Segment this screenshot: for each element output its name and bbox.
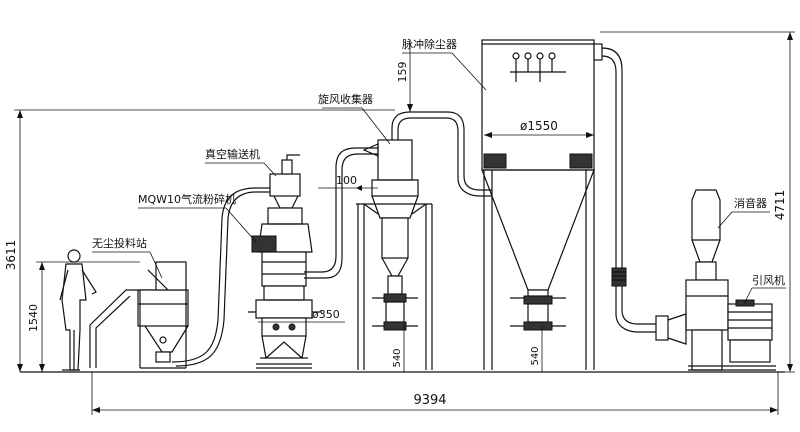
vacuum-conveyor-label: 真空输送机	[205, 147, 260, 161]
dustfree-feeding-station	[89, 261, 189, 369]
dim-540-a: 540	[392, 324, 405, 372]
dim-100-label: 100	[336, 174, 357, 187]
pipe-flange	[611, 267, 627, 287]
dim-100: 100	[318, 174, 378, 191]
feed-height-label: 1540	[27, 304, 40, 332]
cyclone-callout: 旋风收集器	[318, 92, 391, 145]
dim-total-height: 4711	[600, 31, 795, 373]
left-height-label: 3611	[4, 240, 18, 271]
conveying-hose	[171, 187, 272, 363]
induced-fan-label: 引风机	[752, 273, 785, 287]
dim-total-length: 9394	[91, 372, 779, 415]
cyclone-label: 旋风收集器	[318, 92, 373, 106]
dim-540-a-label: 540	[392, 348, 403, 367]
vacuum-conveyor-callout: 真空输送机	[205, 147, 277, 177]
jet-mill-callout: MQW10气流粉碎机	[138, 192, 257, 243]
cyclone-to-collector-pipe	[391, 111, 492, 191]
dia-1550-label: ø1550	[520, 119, 558, 133]
dim-540-b: 540	[530, 326, 543, 372]
dim-540-b-label: 540	[530, 346, 541, 365]
jet-mill-machine	[248, 154, 322, 369]
operator-figure	[59, 249, 97, 371]
jet-mill-label: MQW10气流粉碎机	[138, 192, 236, 206]
dustfree-feeding-callout: 无尘投料站	[92, 236, 163, 279]
dustfree-feeding-label: 无尘投料站	[92, 236, 147, 250]
cyclone-collector	[356, 139, 433, 370]
pulse-collector-label: 脉冲除尘器	[402, 37, 457, 51]
collector-to-fan-pipe	[601, 47, 660, 325]
total-height-label: 4711	[773, 190, 787, 221]
silencer-callout: 消音器	[717, 196, 770, 229]
silencer-label: 消音器	[734, 196, 767, 210]
mill-to-cyclone-pipe	[304, 147, 380, 273]
dim-dia-1550: ø1550	[484, 119, 594, 138]
pulse-collector-callout: 脉冲除尘器	[402, 37, 487, 91]
pulse-dust-collector	[481, 39, 603, 370]
total-length-label: 9394	[413, 393, 446, 408]
dim-159: 159	[396, 40, 413, 112]
dim-left-height: 3611	[4, 109, 395, 372]
dim-feed-height: 1540	[27, 261, 140, 372]
dim-dia-350: ø350	[258, 308, 345, 323]
induced-fan-callout: 引风机	[743, 273, 786, 305]
dia-350-label: ø350	[312, 308, 340, 321]
dim-159-label: 159	[396, 62, 409, 83]
induced-fan-assembly	[655, 189, 776, 371]
